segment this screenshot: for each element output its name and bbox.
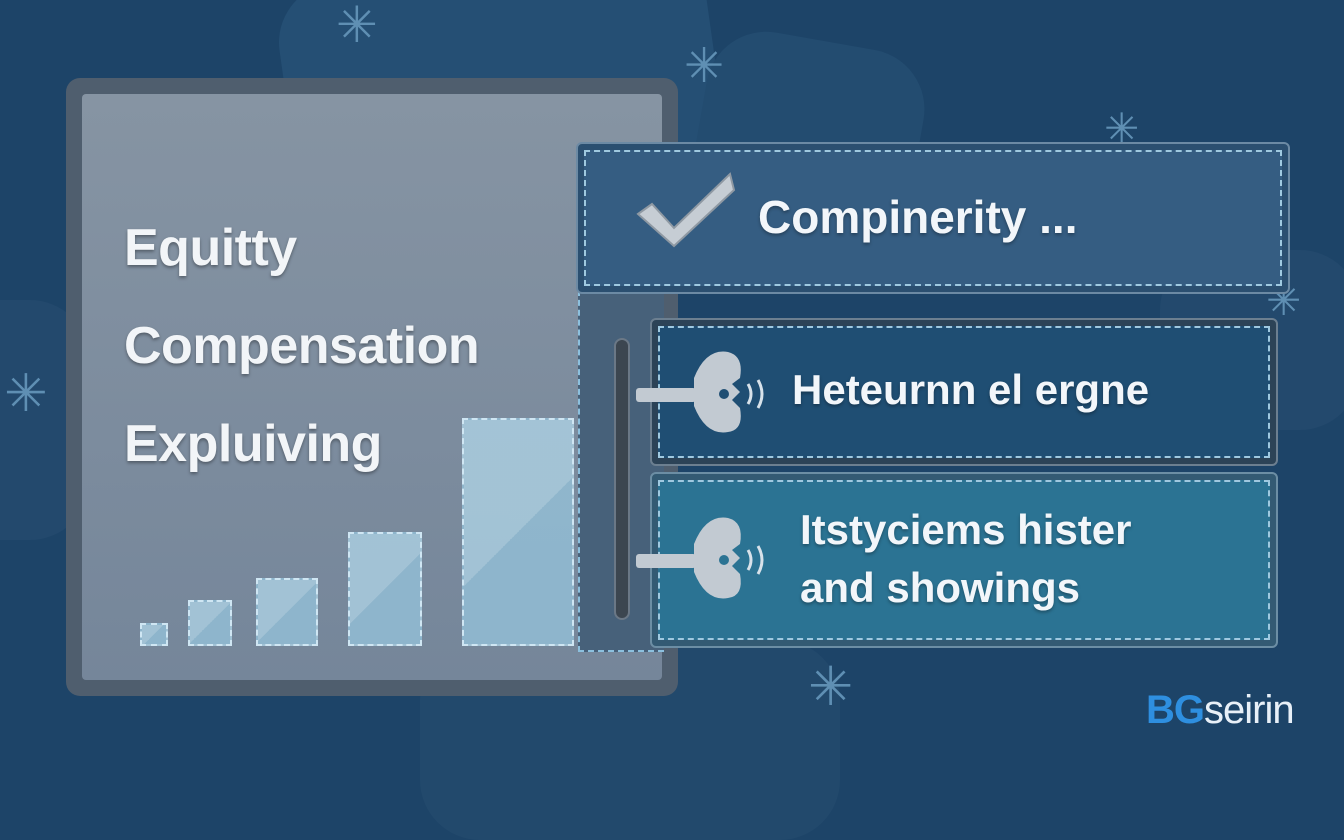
equity-panel: Equitty Compensation Expluiving (66, 78, 678, 696)
item-label: Heteurnn el ergne (792, 366, 1150, 413)
item-frame (658, 480, 1270, 640)
logo-mark: BG (1146, 688, 1205, 732)
item-label-line-1: Itstyciems hister (800, 506, 1132, 553)
sparkle-icon: ✳ (808, 655, 854, 718)
item-frame (658, 326, 1270, 458)
growth-bar (462, 418, 574, 646)
title-line-2: Compensation (124, 317, 480, 375)
equity-panel-inner: Equitty Compensation Expluiving (82, 94, 662, 680)
item-heteurnn[interactable]: Heteurnn el ergne (636, 318, 1278, 466)
sparkle-icon: ✳ (336, 0, 378, 54)
growth-bar (188, 600, 232, 646)
title-line-1: Equitty (124, 219, 297, 277)
item-label-line-2: and showings (800, 564, 1081, 611)
key-icon (636, 517, 764, 599)
key-icon (636, 351, 764, 433)
growth-bar (256, 578, 318, 646)
item-label: Compinerity ... (758, 191, 1078, 243)
growth-bar (140, 623, 168, 646)
item-itstyciems[interactable]: Itstyciems hister and showings (636, 472, 1278, 648)
sparkle-icon: ✳ (4, 364, 48, 424)
title-line-3: Expluiving (124, 415, 382, 473)
sparkle-icon: ✳ (684, 38, 725, 94)
checkmark-icon (636, 172, 736, 248)
logo-wordmark: seirin (1204, 688, 1295, 732)
brand-logo: BGseirin (1146, 688, 1295, 733)
item-compinerity[interactable]: Compinerity ... (576, 142, 1290, 294)
connector-rail (614, 338, 630, 620)
growth-bar (348, 532, 422, 646)
